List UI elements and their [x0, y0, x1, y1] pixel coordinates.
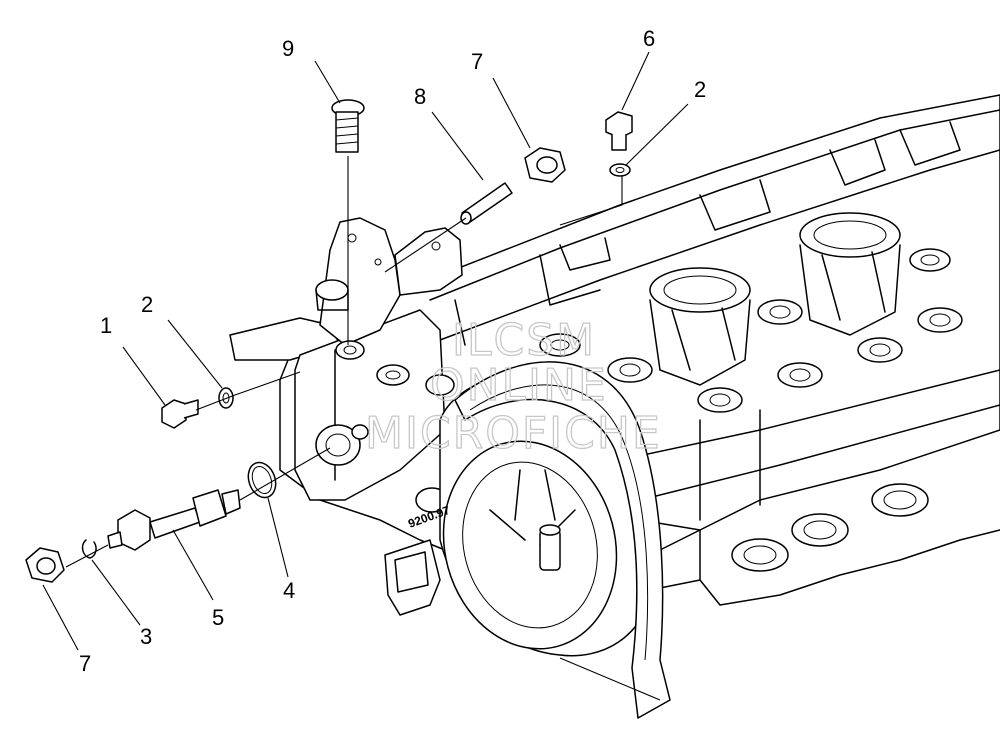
- part-6-bolt: [605, 111, 633, 151]
- part-4-o-ring: [247, 461, 277, 499]
- callout-9: 9: [282, 36, 295, 61]
- callout-2-left: 2: [141, 292, 154, 317]
- watermark-line-3: MICROFICHE: [365, 408, 662, 459]
- callout-4: 4: [283, 578, 296, 603]
- callout-7-top: 7: [471, 49, 484, 74]
- callout-7-bottom: 7: [79, 651, 92, 676]
- callout-2-top: 2: [694, 77, 707, 102]
- timing-housing: [439, 361, 671, 719]
- callout-6: 6: [643, 26, 656, 51]
- front-housing: [229, 217, 463, 616]
- callout-3: 3: [140, 624, 153, 649]
- part-7-nut-bottom: [25, 547, 65, 583]
- part-7-nut-top: [524, 147, 566, 183]
- part-8-pin: [460, 182, 513, 225]
- leader-lines: [42, 51, 689, 701]
- part-1-bolt: [161, 399, 199, 429]
- callout-8: 8: [414, 84, 427, 109]
- part-2-washer-top: [609, 163, 631, 177]
- part-3-circlip: [81, 539, 97, 559]
- watermark-line-1: ILCSM: [452, 315, 596, 366]
- watermark-line-2: ONLINE: [430, 360, 608, 411]
- callout-1: 1: [100, 313, 113, 338]
- callout-5: 5: [212, 605, 225, 630]
- watermark: ILCSM ONLINE MICROFICHE: [364, 314, 662, 459]
- part-5-sensor: [107, 489, 241, 551]
- part-9-screw: [331, 99, 365, 153]
